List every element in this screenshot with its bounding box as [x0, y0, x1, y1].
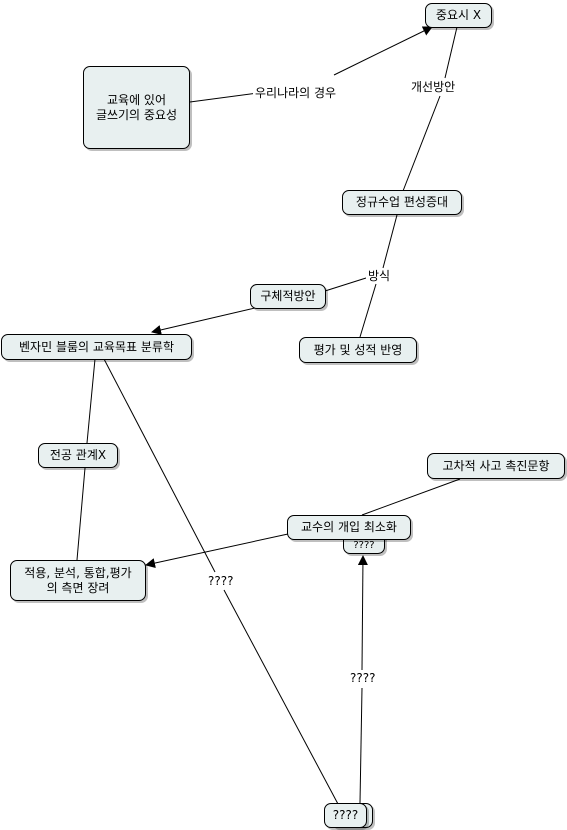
- edge-improvement-to-regular: [402, 95, 441, 192]
- label-korea-case: 우리나라의 경우: [253, 86, 339, 100]
- node-higher-order[interactable]: 고차적 사고 촉진문항: [427, 453, 565, 479]
- label-q-left: ????: [206, 574, 236, 588]
- edge-regular-to-method: [382, 214, 398, 269]
- edge-importance-to-improvement: [444, 26, 458, 79]
- edge-bottom-to-q: [359, 687, 363, 804]
- edge-major-to-apply: [76, 467, 86, 561]
- edge-method-to-evaluation: [359, 283, 377, 338]
- edge-writing-to-korea: [189, 92, 259, 103]
- node-major-x[interactable]: 전공 관계X: [38, 443, 118, 468]
- edge-q-to-bottom: [223, 589, 339, 805]
- edge-korea-to-importance: [333, 26, 433, 76]
- edge-concrete-to-bloom: [151, 307, 256, 335]
- node-concrete-plan[interactable]: 구체적방안: [250, 284, 326, 309]
- edge-higher-to-minimize: [361, 478, 461, 516]
- node-bloom[interactable]: 벤자민 블룸의 교육목표 분류학: [1, 334, 192, 360]
- node-unknown-bottom[interactable]: ????: [324, 803, 367, 828]
- node-evaluation[interactable]: 평가 및 성적 반영: [299, 337, 417, 363]
- edge-bloom-to-q: [103, 358, 216, 573]
- label-method: 방식: [366, 269, 393, 283]
- node-apply-analyze[interactable]: 적용, 분석, 통합,평가 의 측면 장려: [10, 560, 146, 601]
- edge-bloom-to-major: [86, 358, 96, 444]
- node-writing-importance[interactable]: 교육에 있어 글쓰기의 중요성: [83, 66, 190, 149]
- label-q-right: ????: [348, 671, 378, 685]
- edge-minimize-to-apply: [145, 533, 289, 568]
- node-minimize-intervention[interactable]: 교수의 개입 최소화: [287, 515, 411, 540]
- edge-q-to-hidden: [357, 555, 368, 671]
- node-regular-class[interactable]: 정규수업 편성증대: [342, 190, 462, 215]
- label-improvement: 개선방안: [409, 80, 458, 94]
- edge-method-to-concrete: [324, 277, 367, 292]
- node-importance-x[interactable]: 중요시 X: [425, 3, 492, 28]
